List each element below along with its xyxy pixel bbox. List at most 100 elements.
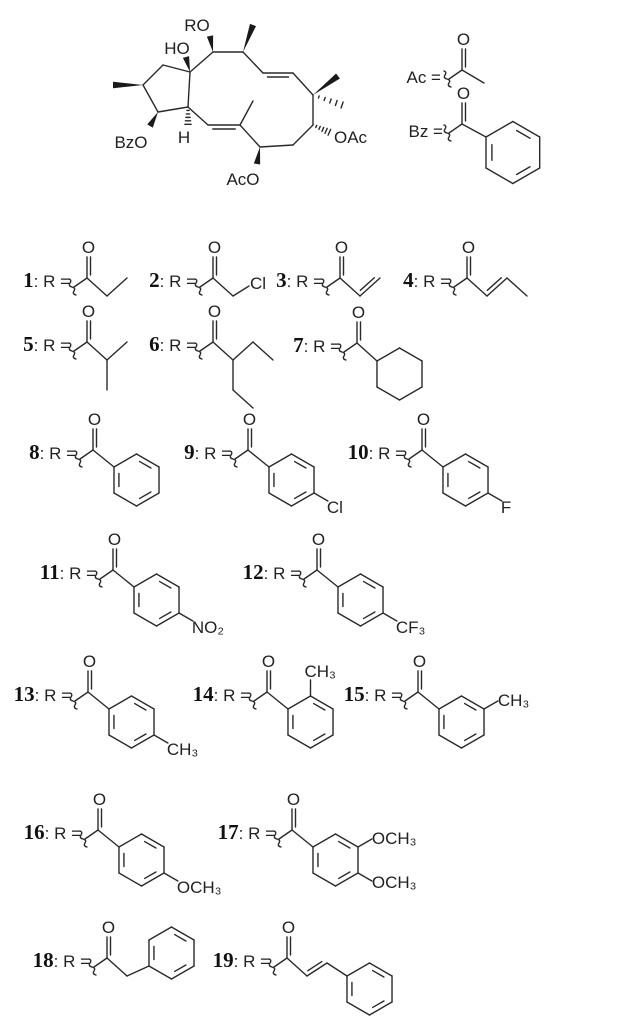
hash-mark [334,99,338,107]
wavy-bond-icon [229,450,238,468]
double-bond [306,962,328,977]
bond [252,341,274,361]
r-equals-label: : R = [214,686,250,705]
compound-label: 19: R = [213,948,270,972]
carbonyl-oxygen-label: O [82,238,95,257]
aryl-bond [247,449,270,468]
bond [339,277,361,297]
bond [239,124,261,148]
compound-number: 11 [40,560,60,584]
bond [212,277,234,297]
compound-1: 1: R =O [23,238,128,297]
attachment-bond [343,342,358,353]
hash-mark [315,124,318,129]
aryl-bond [112,569,135,588]
bond [162,64,191,73]
attachment-bond [199,277,214,288]
aryl-bond [291,829,314,848]
compound-6: 6: R =O [149,302,274,409]
aryl-bond [316,569,339,588]
ring-bond [346,1001,371,1016]
attachment-bond [453,277,468,288]
ring-bond [287,734,312,749]
hash-mark [317,95,320,99]
carbonyl-oxygen-label: O [287,790,300,809]
carbonyl-oxygen-label: O [102,918,115,937]
hashed-bond [317,95,344,109]
ring-bond [485,120,514,138]
compound-number: 8 [29,440,40,464]
aco-label: AcO [226,170,259,189]
bond [259,144,294,148]
hash-mark [318,125,321,131]
substituent-bond [357,838,373,848]
wavy-bond-icon [194,342,203,360]
wedge-bond [243,23,257,52]
substituent-bond [483,700,499,710]
substituent-label: CF₃ [396,618,426,637]
ring-bond [140,872,165,887]
ring-bond [337,612,362,627]
compound-number: 17 [218,820,239,844]
compound-4: 4: R =O [403,238,528,297]
ring-bond [108,734,133,749]
carbonyl-oxygen-label: O [417,410,430,429]
wavy-bond-icon [94,570,103,588]
compound-7: 7: R =O [293,303,423,401]
aromatic-inner-bond [173,933,187,942]
carbonyl-oxygen-label: O [335,238,348,257]
r-equals-label: : R = [45,824,81,843]
bond [126,965,150,977]
bond [232,389,254,409]
ring-bond [442,453,467,468]
compound-label: 13: R = [14,682,71,706]
carbonyl-oxygen-label: O [457,30,470,49]
wavy-bond-icon [74,450,83,468]
r-equals-label: : R = [60,564,96,583]
ring-bond [376,347,401,362]
bz-definition-label: Bz = [409,122,444,141]
ring-bond [312,872,337,887]
compound-label: 15: R = [344,682,401,706]
attachment-bond [303,569,318,580]
compound-number: 7 [293,333,304,357]
acetyl-definition: Ac = O [407,30,485,88]
compound-number: 2 [149,268,160,292]
ring-bond [368,1001,393,1016]
compound-number: 4 [403,268,414,292]
aromatic-inner-bond [467,460,481,469]
hashed-bond [315,124,332,136]
aromatic-inner-bond [362,580,376,589]
hash-mark [329,98,332,104]
attachment-bond [93,957,108,968]
ac-definition-label: Ac = [407,68,442,87]
attachment-bond [234,449,249,460]
bond [106,957,128,977]
ring-bond [438,734,463,749]
ring-bond [464,453,489,468]
hash-mark [327,128,332,136]
ring-bond [287,695,312,710]
ring-bond [268,492,293,507]
benzene-ring [346,962,393,1016]
ring-bond [460,695,485,710]
r-equals-label: : R = [239,824,275,843]
benzene-ring [108,695,155,749]
compound-number: 3 [276,268,287,292]
compound-13: 13: R =OCH₃ [14,652,199,759]
aromatic-inner-bond [312,733,326,742]
carbonyl-oxygen-label: O [208,302,221,321]
bond [106,341,128,361]
benzoyl-definition: Bz =O [409,84,541,185]
wavy-bond-icon [79,830,88,848]
ring-bond [359,612,384,627]
r-equals-label: : R = [414,272,450,291]
attachment-bond [99,569,114,580]
wavy-bond-icon [321,278,330,296]
benzene-ring [337,573,384,627]
ring-bond [312,833,337,848]
bond [506,277,528,297]
ring-bond [155,612,180,627]
wavy-bond-icon [443,124,452,142]
aromatic-inner-bond [371,969,385,978]
